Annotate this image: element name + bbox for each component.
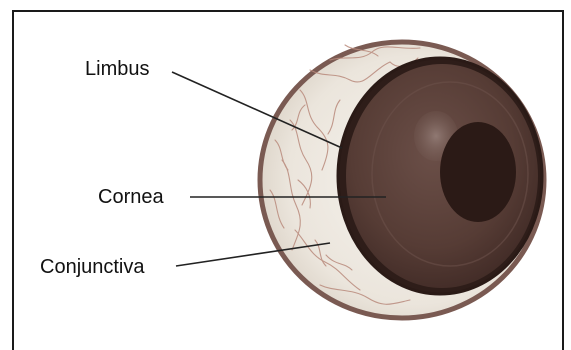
eye-illustration <box>0 0 571 340</box>
label-conjunctiva: Conjunctiva <box>40 256 145 278</box>
pupil <box>440 122 516 222</box>
label-limbus: Limbus <box>85 58 149 80</box>
label-cornea: Cornea <box>98 186 164 208</box>
diagram-frame: Limbus Cornea Conjunctiva <box>0 0 571 340</box>
